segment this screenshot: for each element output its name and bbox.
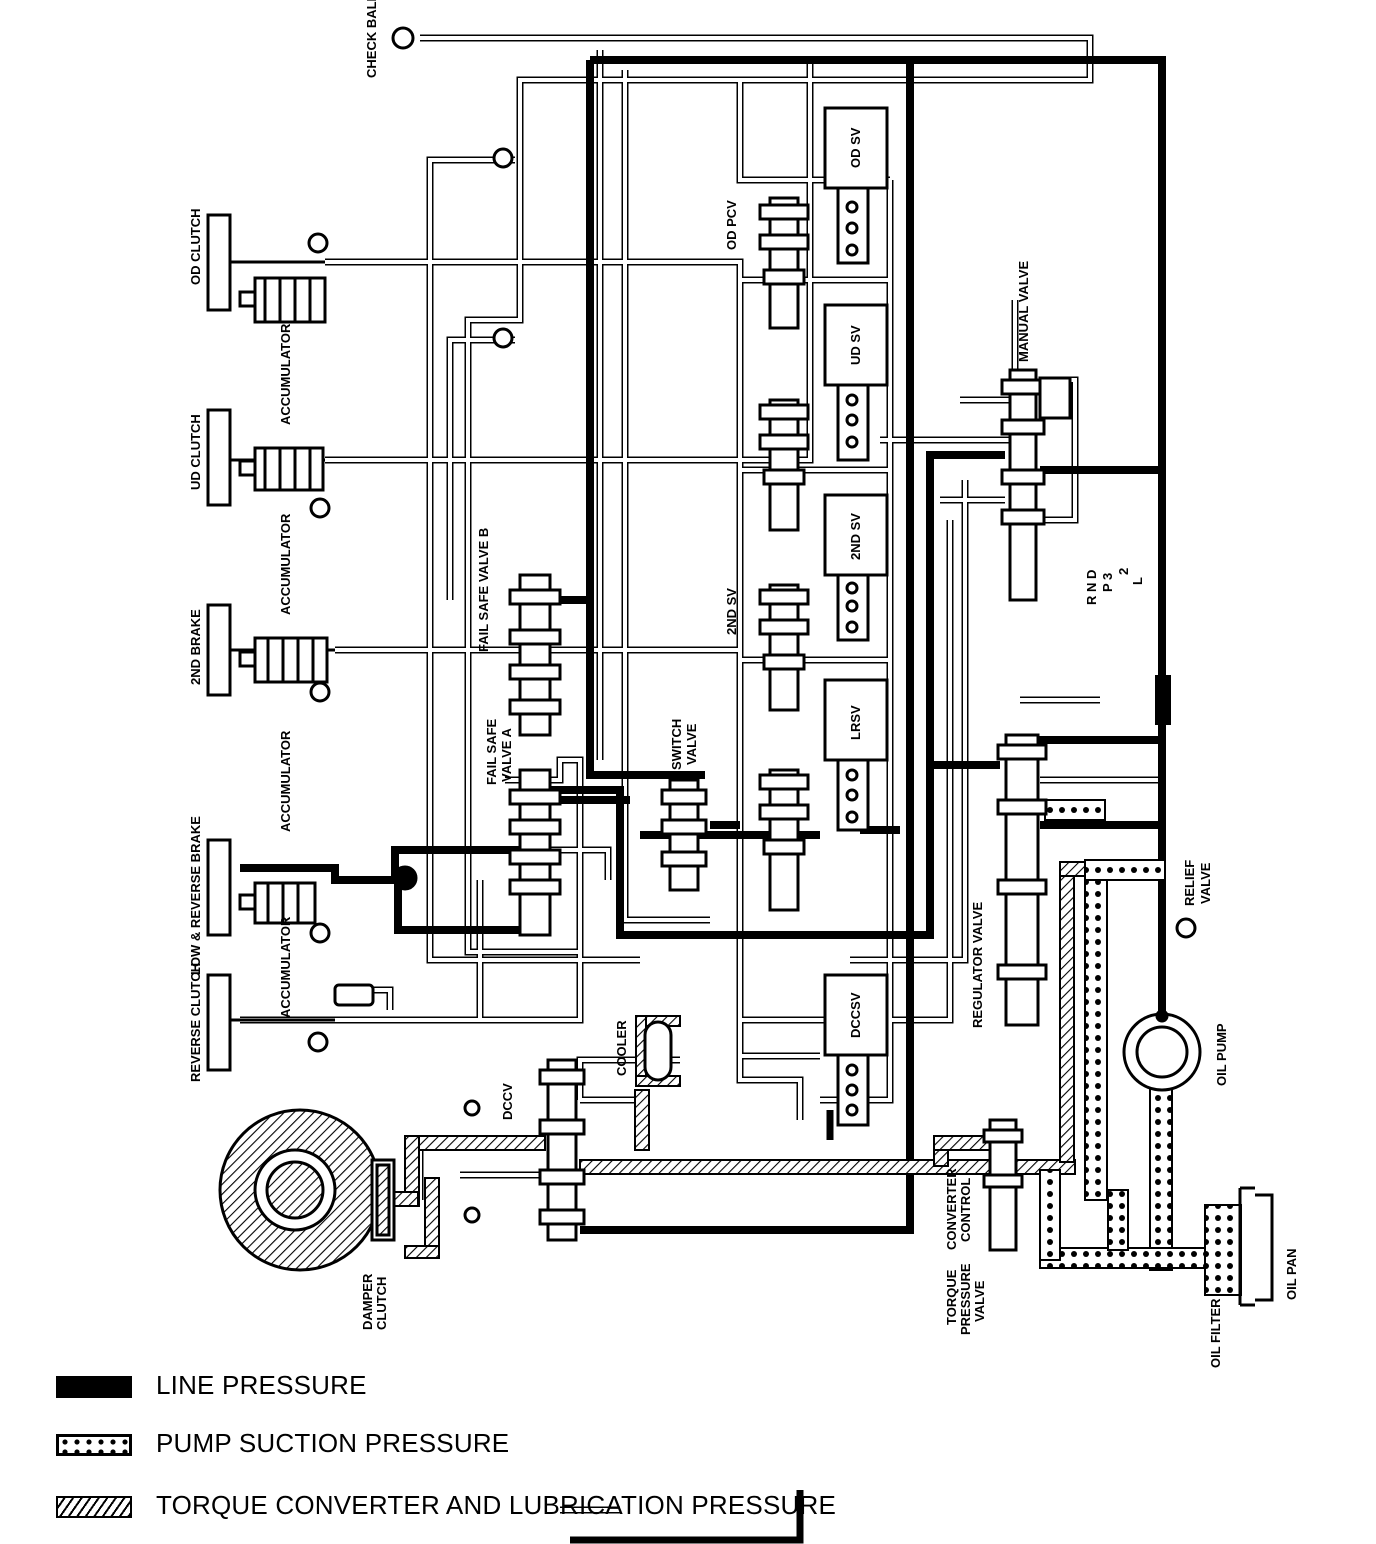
label-shift-4: L bbox=[1130, 577, 1145, 585]
label-fail-safe-b: FAIL SAFE VALVE B bbox=[476, 528, 491, 652]
label-switch-valve-1: SWITCH bbox=[669, 719, 684, 770]
reverse-clutch-block bbox=[206, 973, 232, 1072]
label-oil-pump: OIL PUMP bbox=[1214, 1023, 1229, 1086]
label-relief-valve-2: VALVE bbox=[1198, 862, 1213, 904]
label-ud-sv: UD SV bbox=[848, 325, 863, 365]
spool-valves bbox=[508, 196, 1072, 1252]
dccsv-body bbox=[823, 973, 889, 1057]
label-regulator-valve: REGULATOR VALVE bbox=[970, 902, 985, 1028]
label-damper-clutch-2: CLUTCH bbox=[374, 1277, 389, 1330]
legend-label-torque-converter: TORQUE CONVERTER AND LUBRICATION PRESSUR… bbox=[156, 1490, 836, 1520]
label-dccsv: DCCSV bbox=[848, 992, 863, 1038]
dccv-spool bbox=[538, 1058, 586, 1242]
label-dccv: DCCV bbox=[500, 1083, 515, 1120]
label-2nd-brake: 2ND BRAKE bbox=[188, 609, 203, 685]
label-converter-control-2: CONTROL bbox=[958, 1178, 973, 1242]
torque-converter-swatch bbox=[56, 1496, 132, 1518]
check-balls bbox=[391, 26, 1197, 1224]
torque-converter bbox=[218, 1108, 396, 1272]
label-accumulator-ud: ACCUMULATOR bbox=[278, 513, 293, 615]
legend-item-line-pressure: LINE PRESSURE bbox=[56, 1366, 956, 1406]
labels: CHECK BALL OD CLUTCH UD CLUTCH 2ND BRAKE… bbox=[188, 0, 1299, 1368]
fail-safe-a-spool bbox=[508, 768, 562, 937]
lr-spool bbox=[758, 768, 810, 912]
oil-pump bbox=[1122, 1009, 1202, 1092]
converter-control-spool bbox=[982, 1118, 1024, 1252]
label-od-sv: OD SV bbox=[848, 127, 863, 168]
accumulators bbox=[238, 232, 375, 1053]
manual-valve-spool bbox=[1000, 368, 1072, 602]
label-shift-3: 2 bbox=[1116, 568, 1131, 575]
label-accumulator-lr: ACCUMULATOR bbox=[278, 916, 293, 1018]
label-converter-control-1: CONVERTER bbox=[944, 1168, 959, 1250]
legend-item-torque-converter: TORQUE CONVERTER AND LUBRICATION PRESSUR… bbox=[56, 1486, 956, 1526]
pump-suction-swatch bbox=[56, 1434, 132, 1456]
label-torque-pressure-3: VALVE bbox=[972, 1280, 987, 1322]
thin-passages bbox=[240, 34, 1160, 1544]
label-damper-clutch-1: DAMPER bbox=[360, 1273, 375, 1330]
accumulator-lr bbox=[238, 881, 317, 925]
label-od-clutch: OD CLUTCH bbox=[188, 208, 203, 285]
od-pcv-spool bbox=[758, 196, 810, 330]
label-oil-pan: OIL PAN bbox=[1284, 1248, 1299, 1300]
relief-check-ball bbox=[1175, 917, 1197, 939]
label-fail-safe-a-1: FAIL SAFE bbox=[484, 718, 499, 785]
label-shift-2: P 3 bbox=[1100, 573, 1115, 592]
switch-valve-spool bbox=[660, 778, 708, 892]
legend-label-pump-suction: PUMP SUCTION PRESSURE bbox=[156, 1428, 510, 1458]
label-ud-clutch: UD CLUTCH bbox=[188, 414, 203, 490]
label-reverse-clutch: REVERSE CLUTCH bbox=[188, 963, 203, 1082]
label-switch-valve-2: VALVE bbox=[684, 723, 699, 765]
lrsv-body bbox=[823, 678, 889, 762]
2nd-spool bbox=[758, 583, 810, 712]
accumulator-2nd bbox=[238, 636, 329, 684]
label-accumulator-od: ACCUMULATOR bbox=[278, 323, 293, 425]
label-relief-valve-1: RELIEF bbox=[1182, 860, 1197, 906]
line-pressure-plug bbox=[1155, 675, 1171, 725]
check-ball-top bbox=[391, 26, 415, 50]
fail-safe-b-spool bbox=[508, 573, 562, 737]
line-pressure-passages bbox=[240, 56, 1166, 1234]
label-check-ball: CHECK BALL bbox=[364, 0, 379, 78]
ud-sv-body bbox=[823, 303, 889, 387]
ud-spool bbox=[758, 398, 810, 532]
legend-item-pump-suction: PUMP SUCTION PRESSURE bbox=[56, 1424, 956, 1464]
od-clutch-block bbox=[206, 213, 232, 312]
regulator-valve-spool bbox=[996, 733, 1048, 1027]
low-reverse-brake-block bbox=[206, 838, 232, 937]
od-sv-body bbox=[823, 106, 889, 190]
label-2nd-sv: 2ND SV bbox=[848, 513, 863, 560]
line-pressure-swatch bbox=[56, 1376, 132, 1398]
solenoid-valves bbox=[823, 106, 889, 1127]
label-cooler: COOLER bbox=[614, 1020, 629, 1076]
label-od-pcv: OD PCV bbox=[724, 200, 739, 250]
label-torque-pressure-2: PRESSURE bbox=[958, 1263, 973, 1335]
oil-filter-pan bbox=[1238, 1186, 1274, 1307]
clutch-brake-blocks bbox=[206, 213, 232, 1072]
second-brake-block bbox=[206, 603, 232, 697]
label-oil-filter: OIL FILTER bbox=[1208, 1298, 1223, 1368]
label-accumulator-2nd: ACCUMULATOR bbox=[278, 730, 293, 832]
legend-label-line-pressure: LINE PRESSURE bbox=[156, 1370, 367, 1400]
label-lrsv: LRSV bbox=[848, 705, 863, 740]
ud-clutch-block bbox=[206, 408, 232, 507]
accumulator-od bbox=[238, 276, 327, 324]
label-shift-1: R N D bbox=[1084, 570, 1099, 605]
label-low-reverse-brake: LOW & REVERSE BRAKE bbox=[188, 816, 203, 975]
accumulator-reverse bbox=[333, 983, 375, 1007]
cooler bbox=[643, 1020, 673, 1082]
label-torque-pressure-1: TORQUE bbox=[944, 1269, 959, 1325]
label-fail-safe-a-2: VALVE A bbox=[499, 727, 514, 782]
label-manual-valve: MANUAL VALVE bbox=[1016, 261, 1031, 362]
pump-suction-passages bbox=[1039, 799, 1242, 1296]
label-2nd-sv-side: 2ND SV bbox=[724, 588, 739, 635]
accumulator-ud bbox=[238, 446, 325, 492]
